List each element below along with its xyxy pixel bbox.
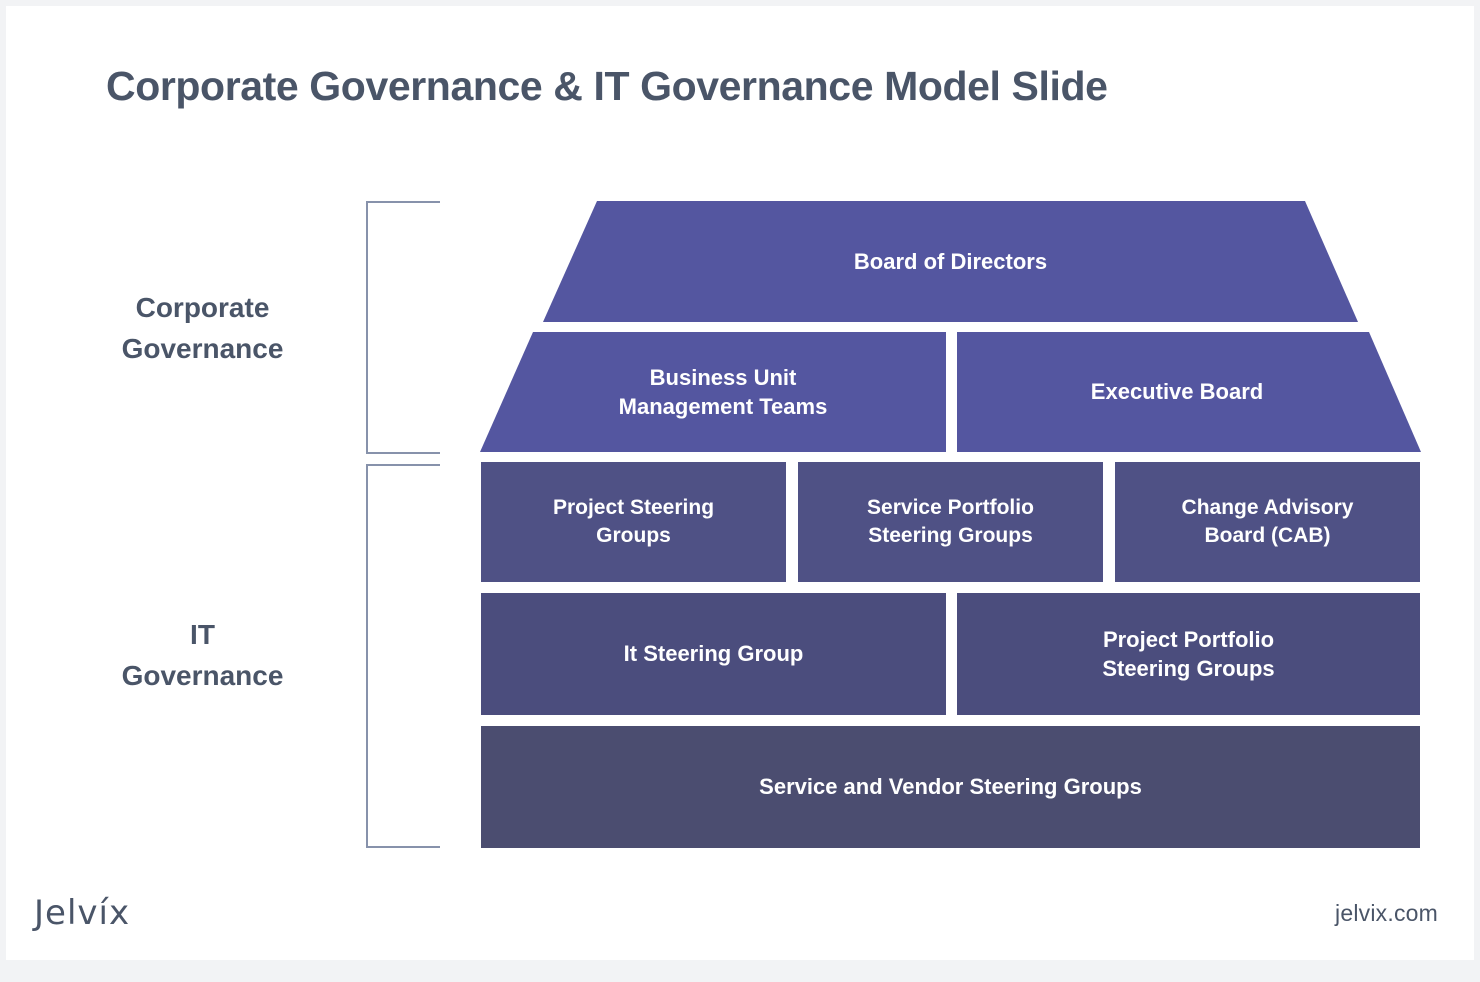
node-shape-project-portfolio-steering-groups[interactable]	[957, 593, 1420, 715]
bracket-arm-bottom	[366, 452, 440, 454]
slide-edge-bottom	[0, 960, 1480, 982]
side-label-corporate-line1: Corporate	[135, 292, 270, 323]
bracket-arm-top	[366, 201, 440, 203]
slide-edge-left	[0, 0, 6, 982]
node-shape-change-advisory-board[interactable]	[1115, 462, 1420, 582]
node-shape-service-portfolio-steering-groups[interactable]	[798, 462, 1103, 582]
bracket-vertical	[366, 201, 368, 454]
side-label-it-line1: IT	[190, 619, 215, 650]
slide-edge-top	[0, 0, 1480, 6]
bracket-it-governance	[366, 464, 440, 848]
bracket-arm-top	[366, 464, 440, 466]
node-shape-it-steering-group[interactable]	[481, 593, 946, 715]
side-label-it-governance: IT Governance	[60, 615, 345, 696]
side-label-corporate-governance: Corporate Governance	[60, 288, 345, 369]
footer-url: jelvix.com	[1335, 900, 1438, 926]
node-shape-project-steering-groups[interactable]	[481, 462, 786, 582]
bracket-vertical	[366, 464, 368, 848]
node-shape-executive-board[interactable]	[957, 332, 1421, 452]
side-label-corporate-line2: Governance	[121, 332, 284, 364]
slide-edge-right	[1474, 0, 1480, 982]
bracket-corporate-governance	[366, 201, 440, 454]
node-shape-service-and-vendor-steering-groups[interactable]	[481, 726, 1420, 848]
page-title: Corporate Governance & IT Governance Mod…	[106, 63, 1108, 109]
node-shape-business-unit-management-teams[interactable]	[480, 332, 946, 452]
bracket-arm-bottom	[366, 846, 440, 848]
node-shape-board-of-directors[interactable]	[543, 201, 1358, 322]
side-label-it-line2: Governance	[121, 659, 284, 691]
jelvix-logo: Jelvíx	[34, 893, 131, 933]
